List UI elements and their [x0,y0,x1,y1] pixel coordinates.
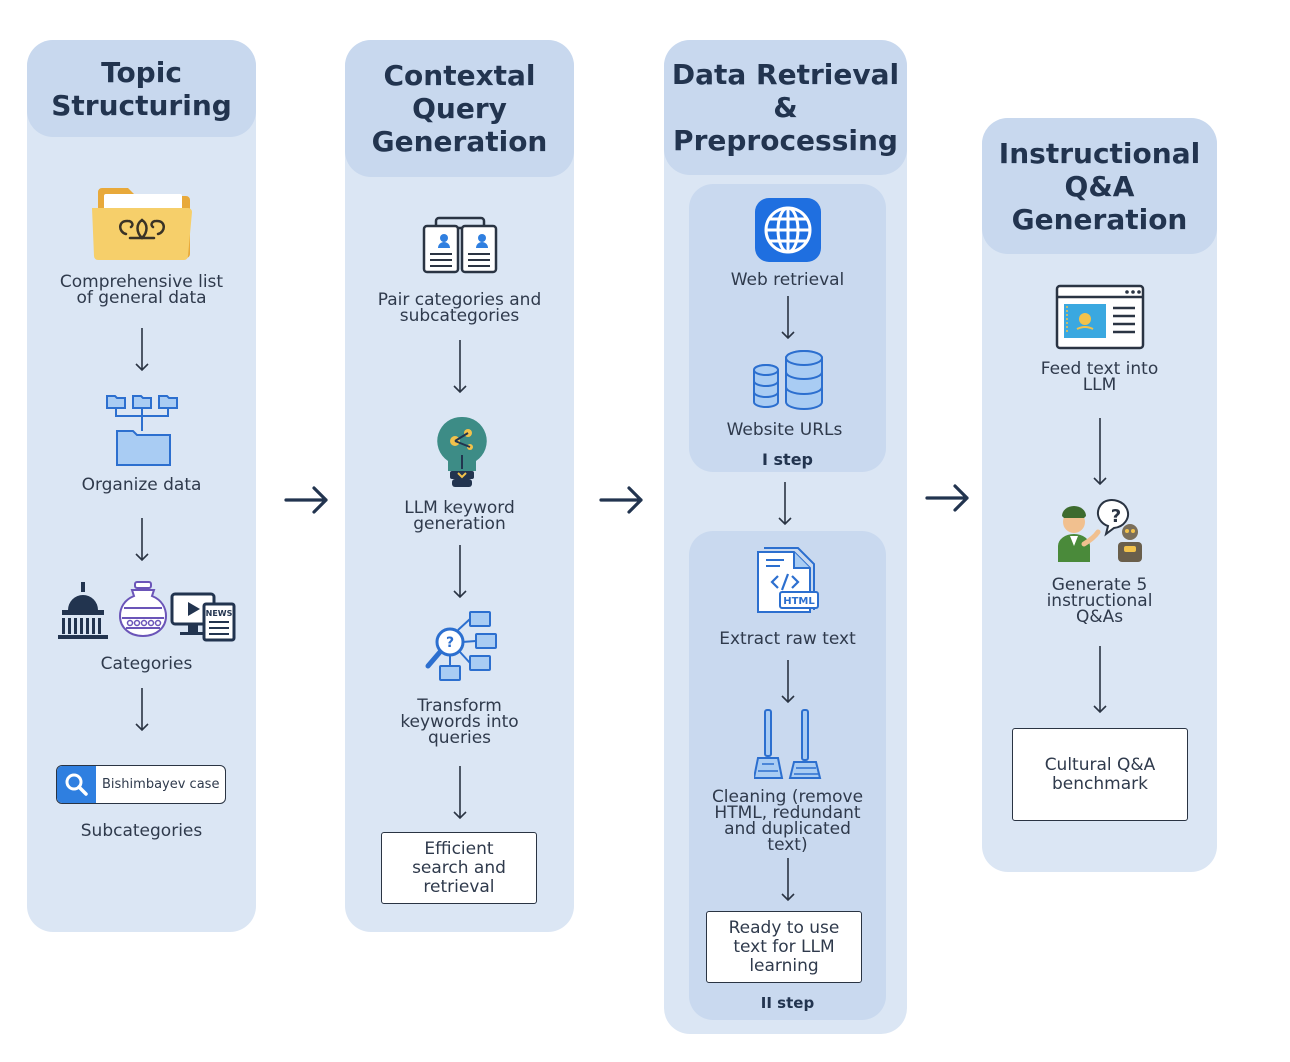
down-arrow [135,688,149,732]
label-extract-raw-text: Extract raw text [719,629,856,649]
down-arrow [135,518,149,562]
label-website-urls: Website URLs [726,420,843,440]
right-arrow [284,486,328,514]
folder-icon [92,188,192,260]
documents-icon [422,216,498,274]
search-text: Bishimbayev case [102,777,220,792]
label-web-retrieval: Web retrieval [730,270,845,290]
html-file-icon: HTML [757,547,819,613]
label-cleaning: Cleaning (remove HTML, redundant and dup… [711,787,864,855]
label-pair-categories: Pair categories and subcategories [377,290,542,326]
svg-text:?: ? [446,635,454,651]
lightbulb-icon [437,416,487,487]
result-cultural-benchmark: Cultural Q&A benchmark [1012,728,1188,821]
column-title: Instructional Q&A Generation [982,118,1217,254]
search-example: Bishimbayev case [56,765,226,804]
down-arrow [453,545,467,599]
column-title: Topic Structuring [27,40,256,137]
browser-window-icon [1055,284,1145,350]
label-subcategories: Subcategories [80,821,203,841]
down-arrow [453,340,467,394]
broom-icon [754,709,822,779]
down-arrow [781,858,795,902]
down-arrow [135,328,149,372]
column-title: Data Retrieval & Preprocessing [664,40,907,175]
folder-hierarchy-icon [106,395,178,466]
vase-icon [118,581,168,638]
right-arrow [925,484,969,512]
down-arrow [781,296,795,340]
down-arrow [1093,646,1107,714]
column-title: Contextal Query Generation [345,40,574,177]
globe-icon [755,198,821,262]
capitol-icon [58,582,108,639]
label-generate-qas: Generate 5 instructional Q&As [1046,575,1153,627]
label-transform-keywords: Transform keywords into queries [400,696,519,748]
right-arrow [599,486,643,514]
result-ready-text: Ready to use text for LLM learning [706,911,862,983]
down-arrow [778,482,792,526]
news-icon: NEWS [170,592,236,642]
label-step-two: II step [760,994,815,1012]
person-robot-icon: ? [1058,499,1142,562]
search-icon [57,766,96,803]
database-icon [753,350,823,410]
svg-text:NEWS: NEWS [206,609,233,618]
result-efficient-search: Efficient search and retrieval [381,832,537,904]
label-organize-data: Organize data [81,475,202,495]
down-arrow [1093,418,1107,486]
label-categories: Categories [100,654,193,674]
down-arrow [453,766,467,820]
down-arrow [781,660,795,704]
label-comprehensive-list: Comprehensive list of general data [59,272,224,308]
svg-text:HTML: HTML [783,596,815,607]
svg-text:?: ? [1111,506,1121,527]
label-feed-text: Feed text into LLM [1040,359,1159,395]
label-step-one: I step [762,450,813,469]
query-network-icon: ? [425,611,497,681]
label-llm-keyword: LLM keyword generation [404,498,515,534]
